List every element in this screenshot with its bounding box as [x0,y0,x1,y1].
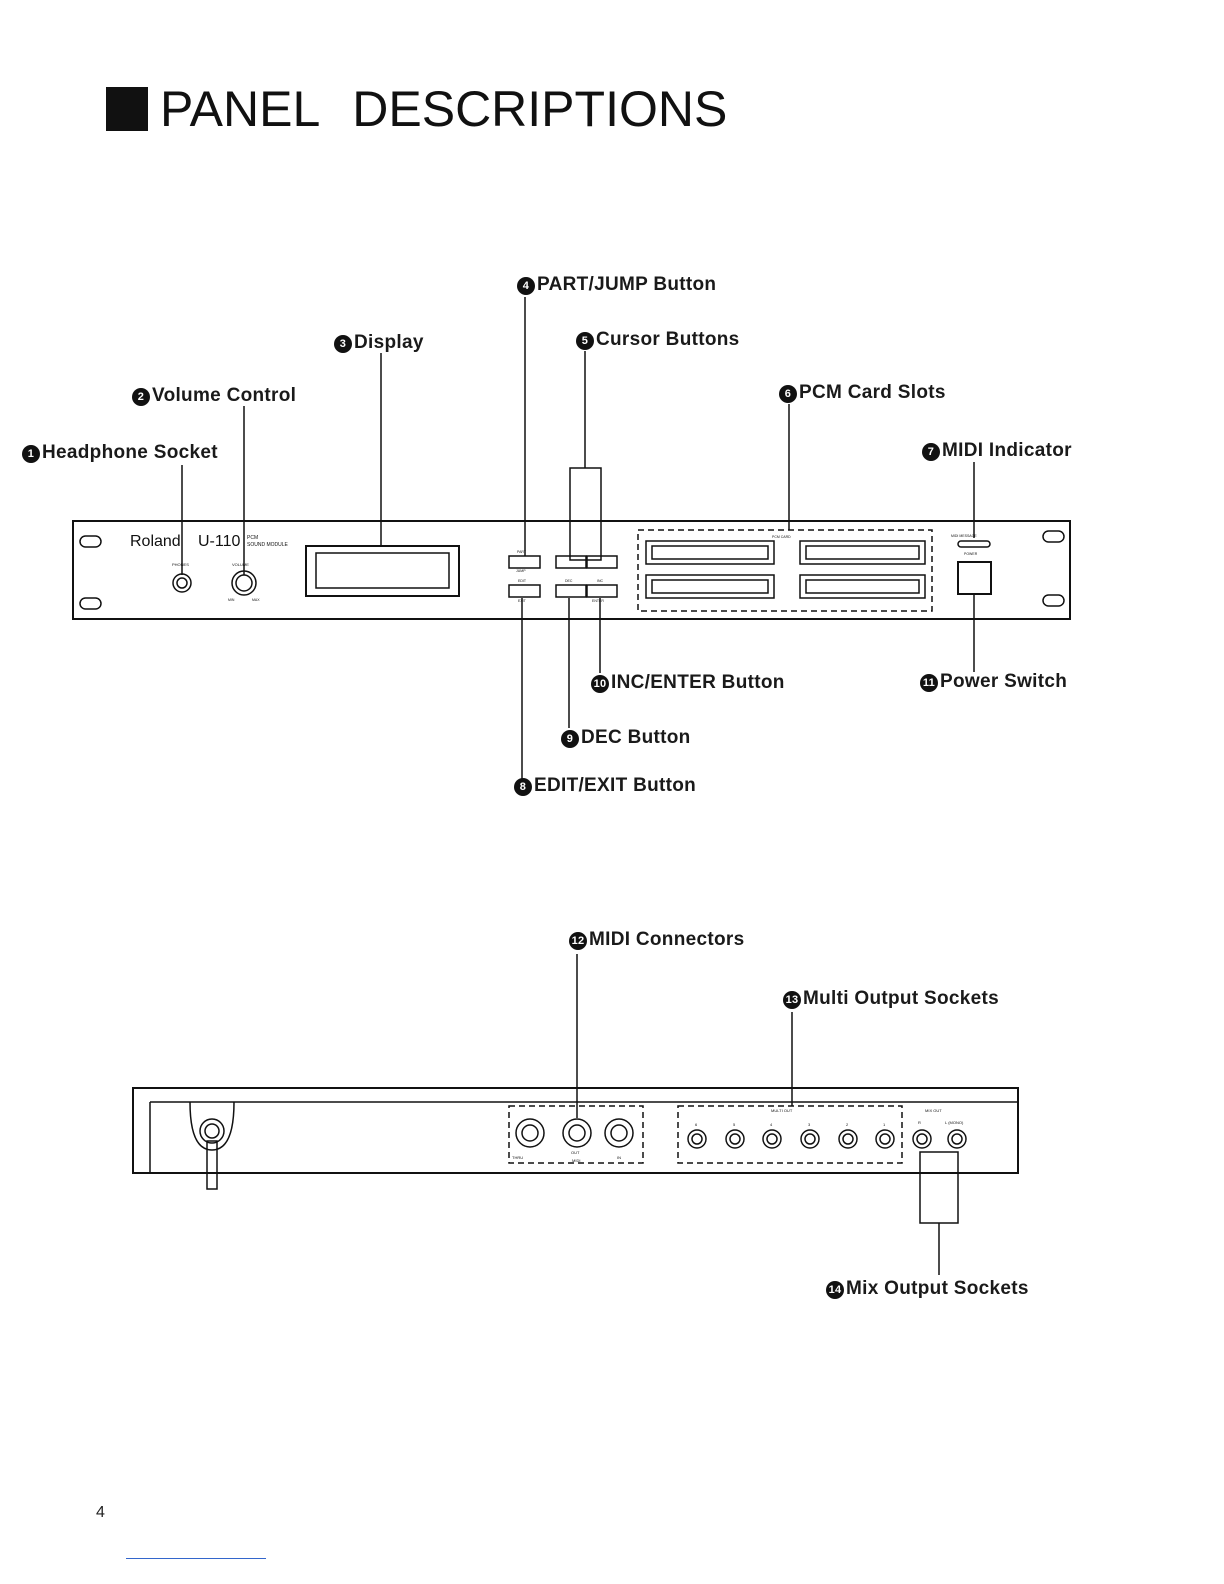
callout-label: Mix Output Sockets [846,1278,1029,1299]
callout-label: DEC Button [581,727,691,748]
volume-text: VOLUME [232,562,249,567]
callout-number: 3 [334,335,352,353]
midi-message-text: MIDI MESSAGE [951,534,977,538]
callout-number: 7 [922,443,940,461]
multi-out-number-3: 3 [808,1122,811,1127]
phones-text: PHONES [172,562,189,567]
callout-number: 5 [576,332,594,350]
power-text: POWER [964,552,978,556]
callout-label: Multi Output Sockets [803,988,999,1009]
page-number: 4 [96,1504,105,1521]
callout-number: 13 [783,991,801,1009]
multi-out-number-1: 1 [883,1122,886,1127]
dec-text: DEC [565,579,573,583]
heading-square-icon [106,87,148,131]
callout-label: PCM Card Slots [799,382,946,403]
exit-text: EXIT [518,599,527,603]
midi-label-text: MIDI [572,1158,580,1163]
heading-word-panel: PANEL [160,81,321,137]
multi-out-number-4: 4 [770,1122,773,1127]
multi-out-number-2: 2 [846,1122,849,1127]
pcm-card-text: PCM CARD [772,535,791,539]
part-text: PART [517,550,527,554]
callout-label: MIDI Indicator [942,440,1072,461]
callout-number: 8 [514,778,532,796]
inc-text: INC [597,579,604,583]
callout-number: 9 [561,730,579,748]
midi-out-text: OUT [571,1150,580,1155]
callout-label: MIDI Connectors [589,929,745,950]
jump-text: JUMP [516,569,526,573]
model-text: U-110 [198,533,240,550]
rear-panel-diagram: THRU OUT MIDI IN MULTI OUT 6 5 4 3 2 1 M… [132,954,1019,1275]
multi-out-number-5: 5 [733,1122,736,1127]
footer-rule [126,1558,266,1559]
multi-out-text: MULTI OUT [771,1108,793,1113]
front-panel-diagram: Roland U-110 PCM SOUND MODULE PHONES VOL… [72,297,1071,780]
callout-number: 10 [591,675,609,693]
callout-label: PART/JUMP Button [537,274,717,295]
callout-label: Power Switch [940,671,1068,692]
enter-text: ENTER [592,599,604,603]
callout-label: INC/ENTER Button [611,672,785,693]
model-sub1-text: PCM [247,535,258,541]
model-sub2-text: SOUND MODULE [247,542,289,548]
brand-text: Roland [130,533,181,550]
edit-text: EDIT [518,579,527,583]
mix-l-text: L (MONO) [945,1120,964,1125]
callout-number: 1 [22,445,40,463]
multi-out-number-6: 6 [695,1122,698,1127]
callout-number: 14 [826,1281,844,1299]
callout-number: 4 [517,277,535,295]
callout-number: 11 [920,674,938,692]
callout-number: 12 [569,932,587,950]
vol-max-text: MAX [252,598,260,602]
mix-r-text: R [918,1120,921,1125]
vol-min-text: MIN [228,598,235,602]
heading-word-descriptions: DESCRIPTIONS [352,81,728,137]
callout-number: 2 [132,388,150,406]
midi-thru-text: THRU [512,1155,523,1160]
callout-label: Cursor Buttons [596,329,740,350]
callout-number: 6 [779,385,797,403]
callout-label: EDIT/EXIT Button [534,775,697,796]
page-title: PANEL DESCRIPTIONS [106,80,727,138]
mix-out-text: MIX OUT [925,1108,942,1113]
callout-label: Headphone Socket [42,442,218,463]
callout-label: Display [354,332,424,353]
midi-in-text: IN [617,1155,621,1160]
callout-label: Volume Control [152,385,297,406]
